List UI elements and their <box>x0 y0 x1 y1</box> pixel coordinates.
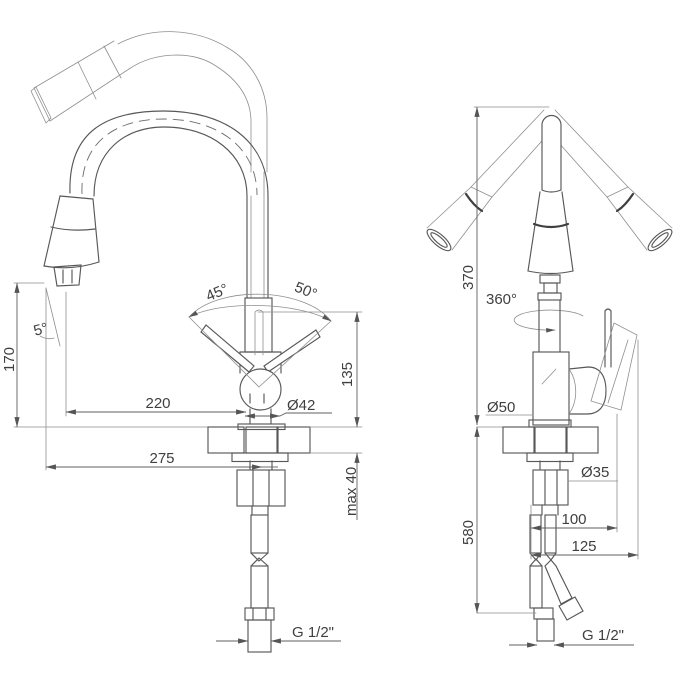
spray-head-raised-position <box>30 31 268 173</box>
dim-label-125: 125 <box>571 538 596 555</box>
dim-label-100: 100 <box>561 511 586 528</box>
dim-label-g12-side: G 1/2" <box>292 624 334 641</box>
side-view-dimensions: 170 220 275 Ø42 135 max 40 <box>1 282 363 644</box>
front-spout-column <box>527 114 574 301</box>
dim-label-5deg: 5° <box>32 320 50 340</box>
handle-ball-joint: 45° 50° <box>188 279 332 431</box>
dim-label-135: 135 <box>339 362 356 387</box>
side-view: 5° 45° 50° <box>1 31 363 653</box>
gooseneck-spout <box>69 110 269 299</box>
dim-label-360deg: 360° <box>486 291 517 308</box>
tilted-head-left <box>426 109 558 252</box>
dim-label-220: 220 <box>145 395 170 412</box>
front-supply-hoses <box>529 514 584 642</box>
spray-head <box>43 195 100 287</box>
dim-label-max40: max 40 <box>343 467 360 516</box>
spray-tilt-indicator: 5° <box>32 287 61 347</box>
front-countertop-section <box>476 419 599 516</box>
swivel-indicator: 360° <box>486 291 584 333</box>
countertop-section <box>13 426 311 516</box>
dim-label-d50: Ø50 <box>487 399 515 416</box>
tilted-head-right <box>540 108 677 256</box>
dim-label-170: 170 <box>1 347 18 372</box>
front-body-handle <box>532 299 638 426</box>
front-view-dimensions: 370 Ø50 Ø35 100 125 580 G 1/2" <box>460 106 639 648</box>
dim-label-370: 370 <box>460 265 477 290</box>
dim-label-275: 275 <box>149 450 174 467</box>
dim-label-45deg: 45° <box>203 281 231 306</box>
front-view: 360° <box>426 106 677 648</box>
dim-label-g12-front: G 1/2" <box>582 627 624 644</box>
dim-label-d35: Ø35 <box>581 464 609 481</box>
dim-label-d42: Ø42 <box>287 397 315 414</box>
dim-label-580: 580 <box>460 520 477 545</box>
supply-hose <box>244 514 275 653</box>
